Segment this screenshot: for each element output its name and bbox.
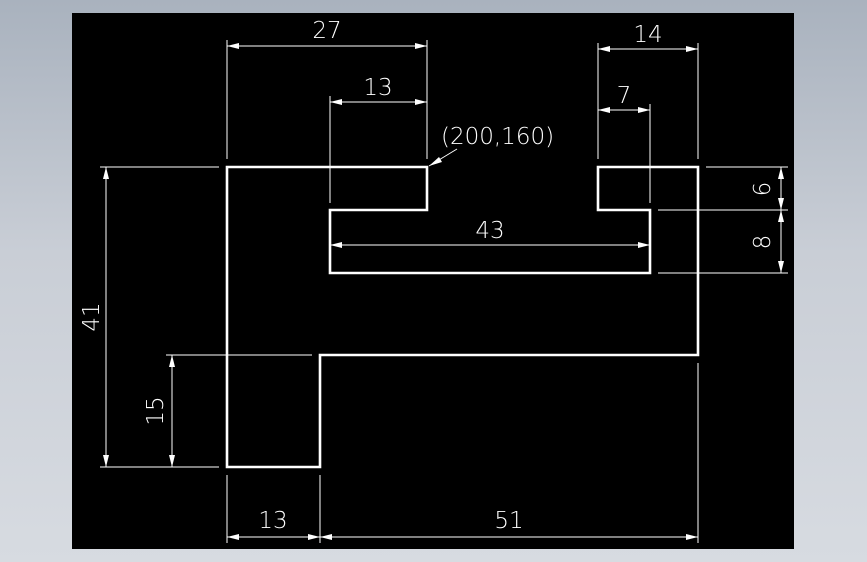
dim-13-slot-label: 13: [363, 75, 392, 101]
dim-43-label: 43: [475, 218, 504, 244]
dim-14: [597, 43, 699, 159]
dim-27-label: 27: [312, 18, 341, 44]
dim-6-label: 6: [750, 182, 776, 197]
dim-13-foot-label: 13: [258, 508, 287, 534]
part-outline: [225, 165, 700, 469]
dim-43: [330, 242, 650, 248]
dim-13-51: [226, 363, 699, 543]
dim-41: [100, 166, 219, 468]
dim-51-label: 51: [494, 508, 523, 534]
dim-15-label: 15: [143, 396, 169, 425]
dim-41-label: 41: [79, 302, 105, 331]
dim-27: [226, 40, 428, 159]
start-point-label: (200,160): [441, 124, 554, 150]
cad-drawing: 27 13 (200,160) 14 7 43: [79, 18, 788, 543]
drawing-canvas: 27 13 (200,160) 14 7 43: [72, 13, 794, 549]
dim-7-label: 7: [617, 83, 632, 109]
dim-7: [598, 104, 651, 203]
dim-14-label: 14: [633, 22, 662, 48]
dim-8-label: 8: [750, 235, 776, 250]
dim-6-8: [658, 166, 788, 274]
dim-15: [166, 354, 312, 467]
start-point-leader: [428, 148, 458, 167]
dim-13-slot: [329, 96, 427, 203]
